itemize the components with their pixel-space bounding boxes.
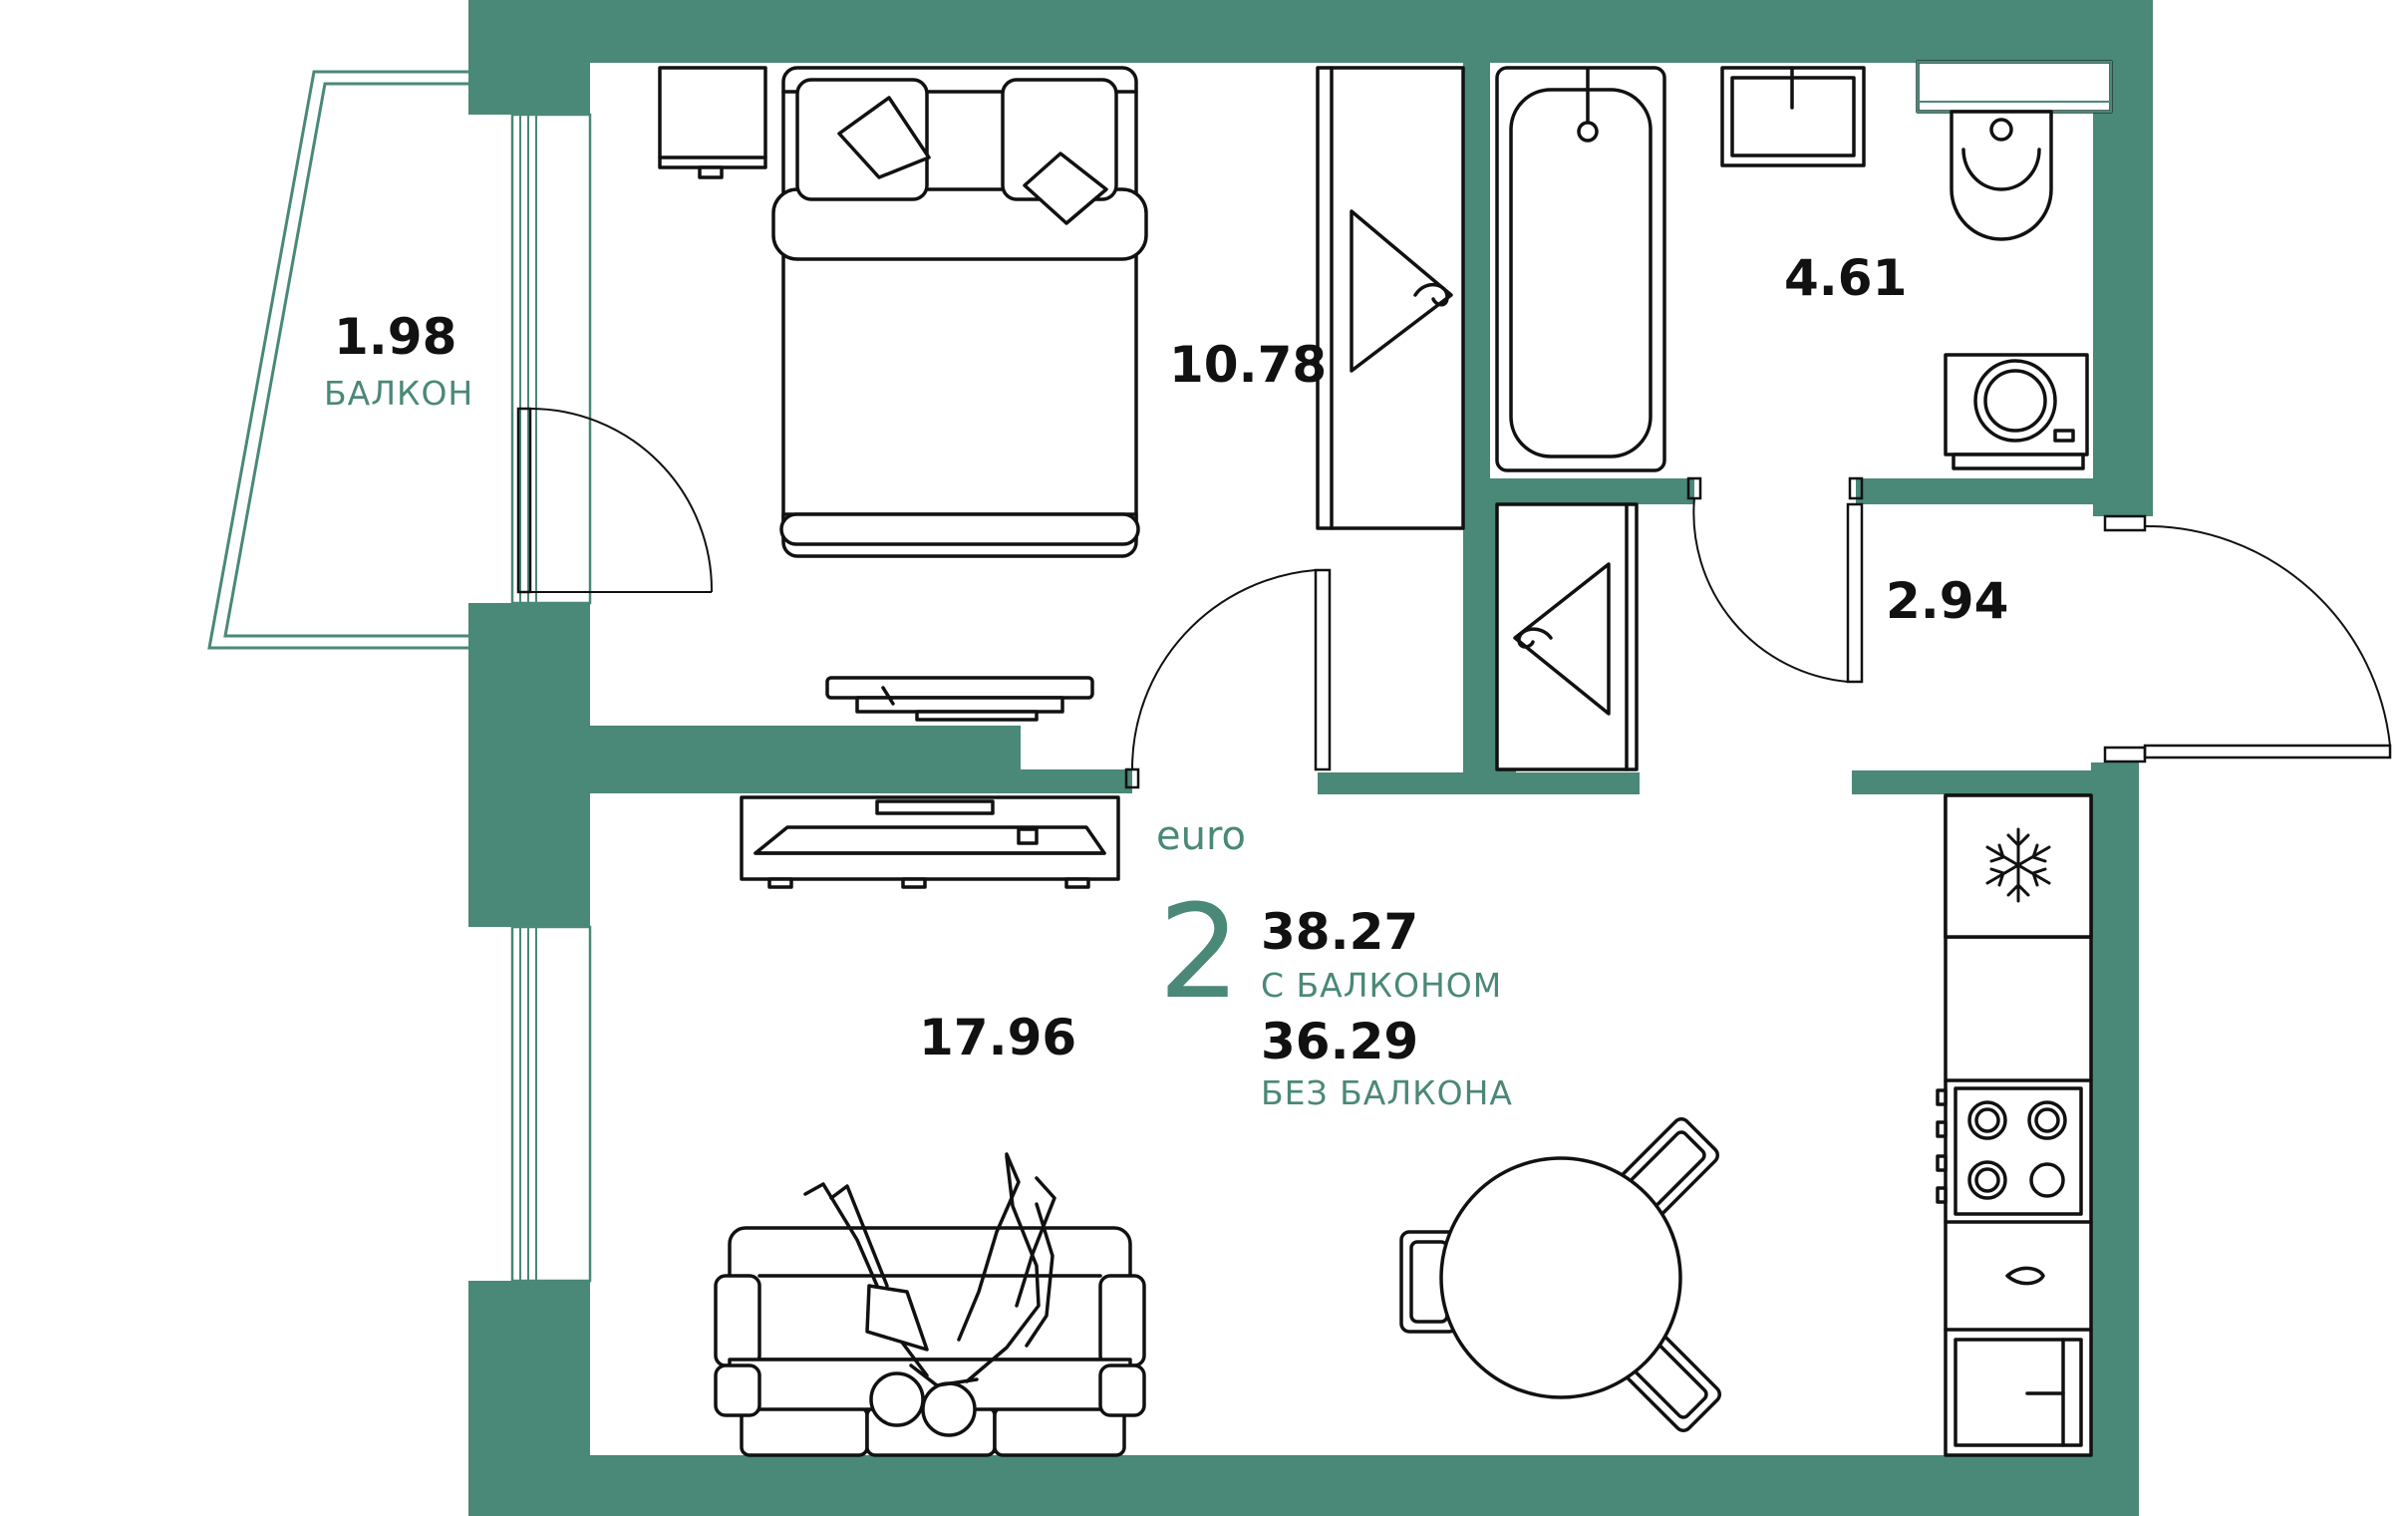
kitchen-cabinet [1954,1338,2083,1447]
cooktop-icon [1936,1086,2083,1216]
bedroom-tv-stand [825,676,1094,722]
sofa [714,1226,1146,1457]
apartment-summary: euro 2 38.27 С БАЛКОНОМ 36.29 БЕЗ БАЛКОН… [1156,813,1513,1112]
balcony-area: 1.98 [334,308,456,366]
kitchen-sink [2005,1266,2045,1286]
double-bed [771,66,1148,558]
hanger-icon [1350,209,1453,373]
bedroom-area: 10.78 [1169,336,1327,394]
living-area-caption: БЕЗ БАЛКОНА [1261,1073,1513,1112]
total-area: 38.27 [1261,903,1418,961]
fridge [1944,793,2093,939]
dining-table [1399,1116,1722,1433]
total-area-caption: С БАЛКОНОМ [1261,966,1502,1005]
bathroom-area: 4.61 [1784,249,1907,307]
living-area: 36.29 [1261,1013,1418,1070]
hallway-area: 2.94 [1886,572,2008,630]
doors [516,407,2392,789]
people-on-sofa [803,1152,1056,1437]
balcony-label: 1.98 БАЛКОН [324,308,473,413]
bedside-table [658,66,767,179]
balcony-outline [207,70,468,650]
washing-machine-icon [1944,353,2089,470]
bedroom-wardrobe [1316,66,1465,530]
snowflake-icon [1985,827,2051,903]
hanger-icon [1513,562,1611,716]
living-window [510,925,592,1283]
balcony-caption: БАЛКОН [324,374,473,413]
rooms-count: 2 [1158,876,1241,1028]
bathtub [1495,66,1666,472]
kitchen-unit [1936,793,2093,1457]
balcony-window [510,113,592,605]
toilet [1916,60,2113,241]
layout-type: euro [1156,813,1246,859]
bathroom-sink [1720,66,1866,167]
living-tv-stand [740,795,1120,889]
hall-wardrobe [1495,502,1639,771]
living-kitchen-area: 17.96 [919,1009,1076,1066]
